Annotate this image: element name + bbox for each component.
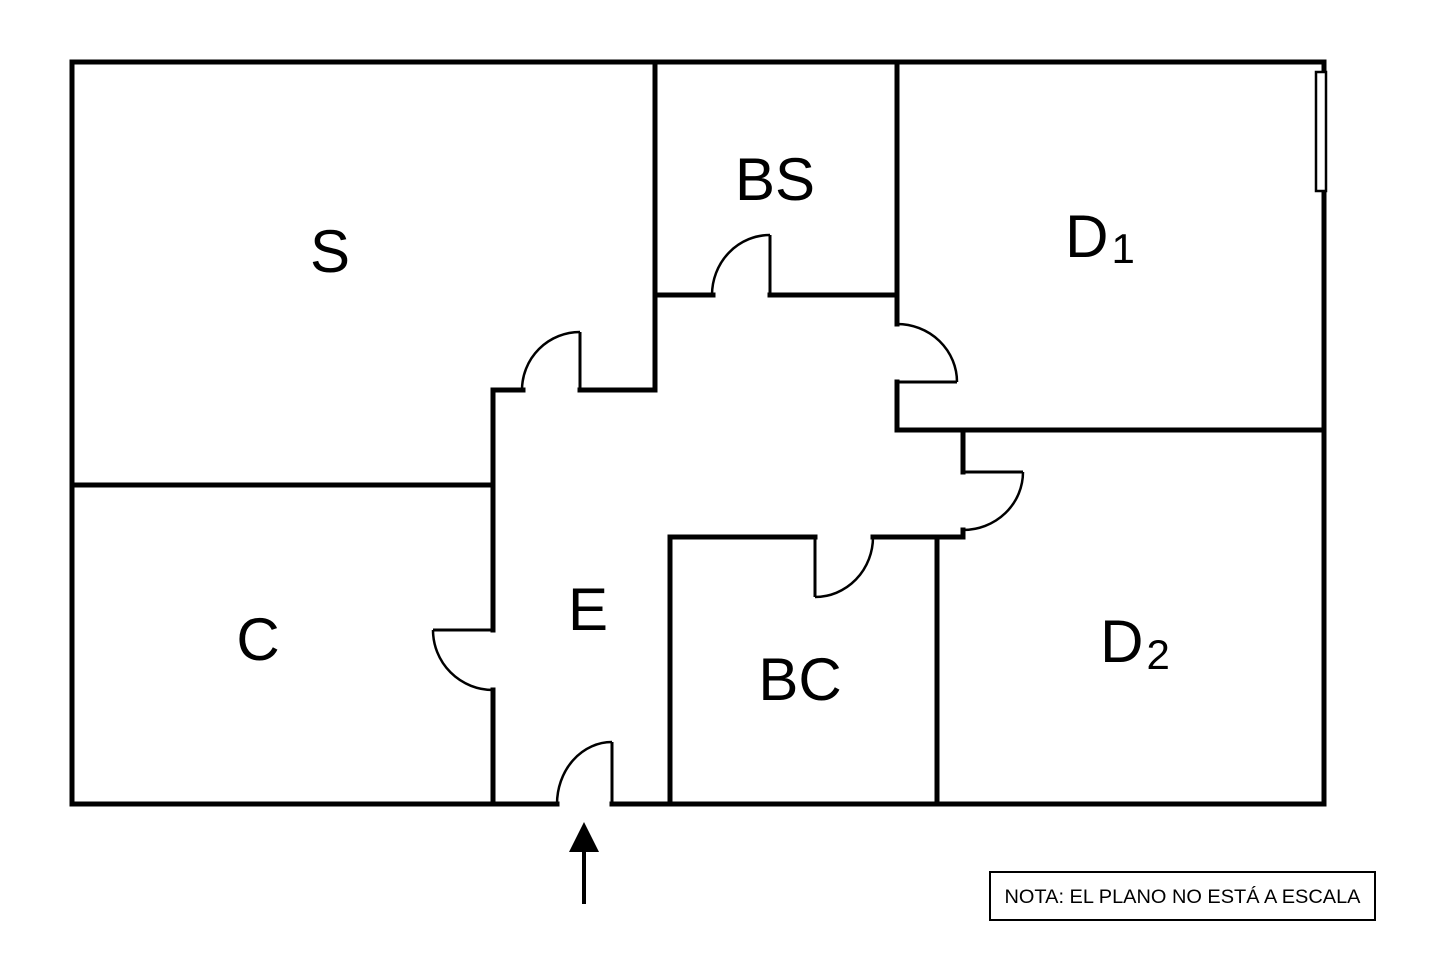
door-s-swing-arc: [520, 330, 581, 391]
walls: [69, 59, 1327, 807]
room-label-d1: D1: [1065, 203, 1135, 272]
door-c-swing-arc: [431, 629, 494, 692]
door-entrance: [555, 740, 614, 805]
entrance-arrow-head: [569, 822, 599, 852]
door-s: [520, 330, 582, 391]
door-bs: [710, 233, 772, 296]
door-d1-swing-arc: [896, 322, 959, 383]
room-label-bc: BC: [758, 646, 841, 713]
room-label-d1-letter: D: [1065, 203, 1108, 270]
room-labels: S BS D1 E C BC D2: [236, 146, 1170, 713]
scale-note: NOTA: EL PLANO NO ESTÁ A ESCALA: [989, 871, 1376, 921]
scale-note-box: [989, 871, 1376, 921]
door-entrance-swing-arc: [555, 740, 613, 805]
doors: [431, 233, 1025, 805]
door-bs-swing-arc: [710, 233, 771, 296]
door-bc: [813, 536, 875, 599]
entrance-arrow-icon: [569, 822, 599, 904]
door-d2-swing-arc: [962, 471, 1025, 532]
scale-note-text: NOTA: EL PLANO NO ESTÁ A ESCALA: [1005, 887, 1361, 908]
door-d1: [896, 322, 959, 384]
door-bc-swing-arc: [814, 536, 875, 599]
room-label-d2-subscript: 2: [1146, 631, 1169, 678]
window-d1: [1314, 70, 1328, 193]
room-label-d1-subscript: 1: [1111, 225, 1134, 272]
room-label-e: E: [568, 576, 608, 643]
room-label-d2-letter: D: [1100, 608, 1143, 675]
door-d2: [962, 470, 1025, 532]
room-label-s: S: [310, 218, 350, 285]
door-c: [431, 628, 494, 692]
room-label-d2: D2: [1100, 608, 1170, 678]
room-label-c: C: [236, 606, 279, 673]
room-label-bs: BS: [735, 146, 815, 213]
